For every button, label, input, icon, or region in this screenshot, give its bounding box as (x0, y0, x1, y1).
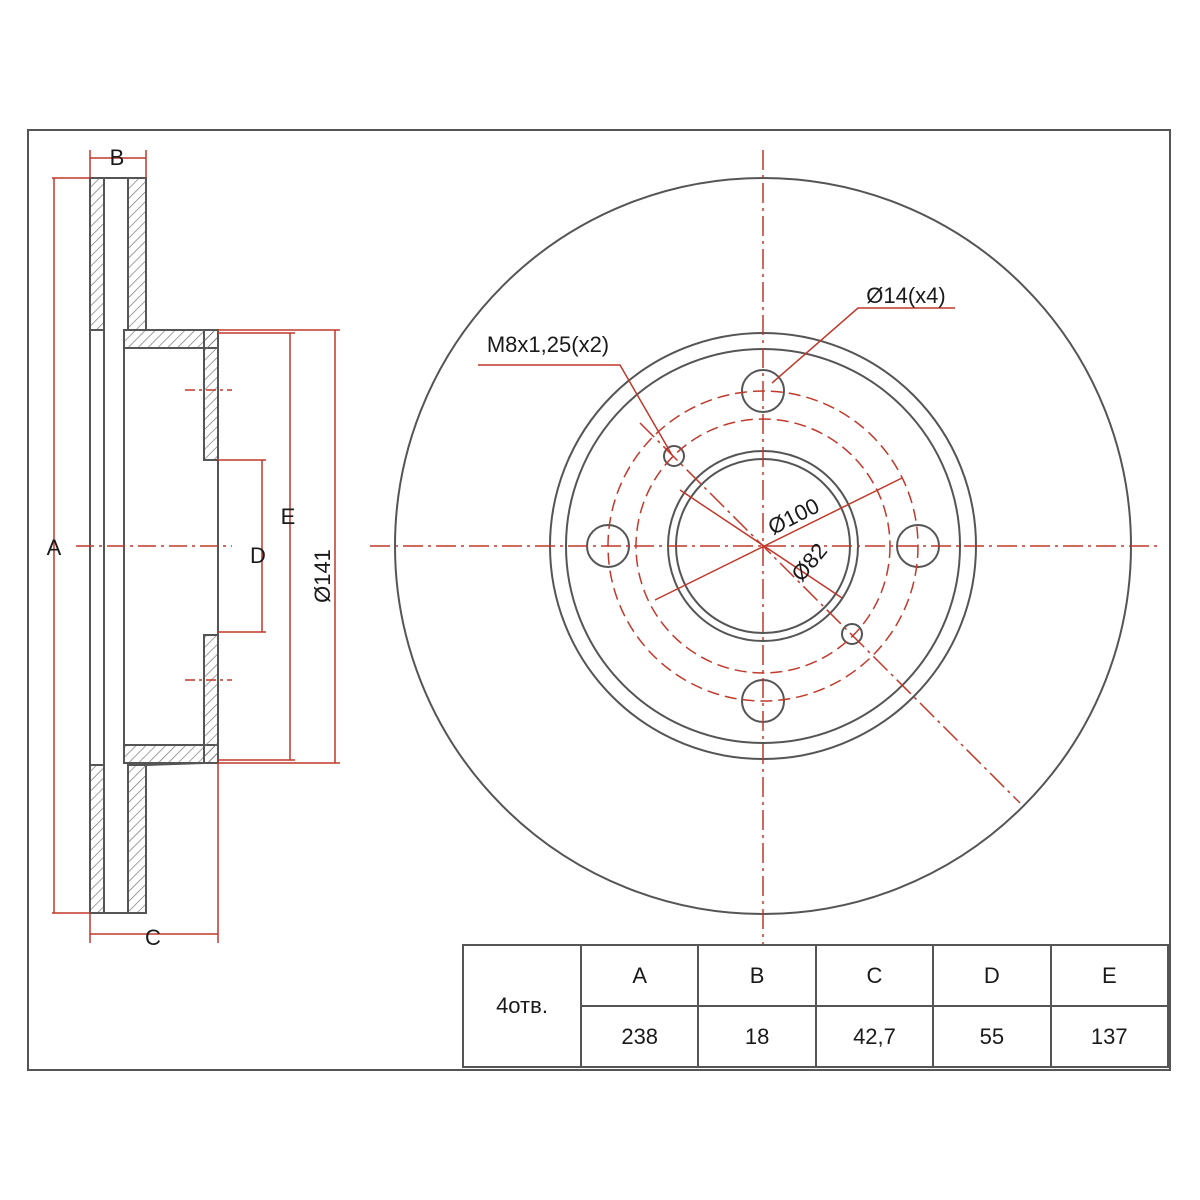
dia100-line (654, 477, 903, 601)
dia82-line (679, 489, 843, 599)
side-dimensions (52, 150, 340, 943)
dim-label-A: A (47, 535, 62, 560)
table-value-B: 18 (697, 1005, 817, 1068)
thread-hole-upper-left (663, 445, 685, 467)
table-value-E: 137 (1049, 1005, 1170, 1068)
dim-label-E: E (281, 504, 296, 529)
inner-plate-bottom (127, 764, 147, 914)
outer-plate-top (89, 177, 105, 331)
diag-axis (639, 422, 1021, 804)
pcd-circle-82 (635, 418, 891, 674)
table-value-C: 42,7 (814, 1005, 935, 1068)
table-value-row: 238 18 42,7 55 137 (463, 1005, 1170, 1068)
thread-callout: M8x1,25(x2) (487, 332, 609, 357)
dim-label-C: C (145, 925, 161, 950)
table-header-C: C (814, 944, 935, 1007)
table-header-B: B (697, 944, 817, 1007)
table-row-label: 4отв. (462, 944, 582, 1068)
hole-leader (771, 307, 955, 384)
outer-plate-bottom (89, 764, 105, 914)
dim-label-D: D (250, 543, 266, 568)
dim-label-141: Ø141 (310, 549, 335, 603)
table-value-A: 238 (579, 1005, 700, 1068)
thread-leader (478, 364, 673, 456)
table-header-row: 4отв. A B C D E (462, 944, 1170, 1068)
table-value-D: 55 (932, 1005, 1052, 1068)
pcd-circle-100 (607, 390, 919, 702)
table-header-D: D (932, 944, 1052, 1007)
hub-face-upper (203, 329, 219, 461)
thread-hole-lower-right (841, 623, 863, 645)
bolt-hole-top (741, 369, 785, 413)
front-centerlines (370, 150, 1158, 945)
hole-callout: Ø14(x4) (866, 283, 945, 308)
drawing-frame (27, 129, 1171, 1071)
side-section-view (89, 177, 219, 914)
inner-plate-top (127, 177, 147, 331)
table-header-E: E (1049, 944, 1170, 1007)
dimensions-table: 4отв. A B C D E 238 18 42,7 55 137 (462, 944, 1170, 1068)
pcd-callout: Ø100 (764, 493, 823, 540)
hub-face-lower (203, 634, 219, 764)
table-header-A: A (579, 944, 700, 1007)
dim-label-B: B (110, 145, 125, 170)
